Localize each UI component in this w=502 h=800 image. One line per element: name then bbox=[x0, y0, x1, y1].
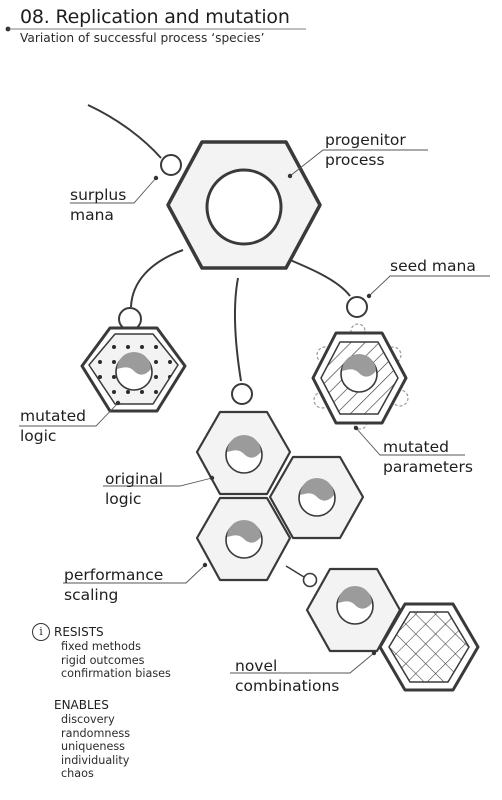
leader-original bbox=[103, 477, 213, 487]
legend-resists-list: fixed methods rigid outcomes confirmatio… bbox=[61, 640, 171, 681]
legend-resists-title: RESISTS bbox=[54, 625, 104, 639]
connector-surplus bbox=[87, 104, 162, 159]
list-item: chaos bbox=[61, 767, 94, 781]
leader-mutated-logic bbox=[19, 402, 119, 427]
leader-surplus bbox=[70, 177, 157, 204]
info-icon: i bbox=[32, 623, 50, 641]
legend-enables-title: ENABLES bbox=[54, 698, 109, 712]
node-surplus bbox=[160, 154, 182, 176]
connector-original bbox=[233, 277, 242, 382]
page-subtitle: Variation of successful process ‘species… bbox=[20, 31, 265, 45]
novel-hexagon-left bbox=[305, 567, 402, 653]
list-item: rigid outcomes bbox=[61, 653, 145, 667]
list-item: discovery bbox=[61, 713, 115, 726]
label-seed-mana: seed mana bbox=[390, 257, 476, 275]
original-logic-hexagon bbox=[195, 410, 292, 496]
list-item: randomness bbox=[61, 726, 131, 740]
connector-mutated-logic bbox=[130, 249, 184, 308]
node-original-logic bbox=[231, 383, 253, 405]
leader-progenitor bbox=[289, 149, 428, 177]
progenitor-hexagon bbox=[166, 140, 322, 270]
node-novel bbox=[302, 572, 318, 588]
connector-novel bbox=[285, 565, 307, 579]
performance-scaling-hexagon bbox=[195, 496, 292, 582]
list-item: fixed methods bbox=[61, 640, 141, 653]
list-item: individuality bbox=[61, 753, 130, 767]
mutated-logic-hexagon bbox=[80, 326, 187, 413]
replica-hexagon-right bbox=[268, 455, 365, 540]
legend-enables-list: discovery randomness uniqueness individu… bbox=[61, 713, 130, 781]
node-seed-mana bbox=[346, 296, 368, 318]
novel-hexagon-crosshatch bbox=[378, 602, 480, 692]
mutation-dots bbox=[98, 345, 172, 394]
leader-performance bbox=[63, 564, 206, 584]
leader-seed-mana bbox=[368, 275, 490, 297]
list-item: confirmation biases bbox=[61, 667, 171, 681]
leader-lines bbox=[19, 149, 490, 674]
leader-mutated-params bbox=[355, 427, 465, 456]
page-title: 08. Replication and mutation bbox=[20, 6, 290, 28]
leader-dots bbox=[115, 173, 377, 656]
leader-novel bbox=[230, 652, 375, 674]
mutated-parameters-hexagon bbox=[311, 323, 409, 430]
list-item: uniqueness bbox=[61, 740, 125, 754]
